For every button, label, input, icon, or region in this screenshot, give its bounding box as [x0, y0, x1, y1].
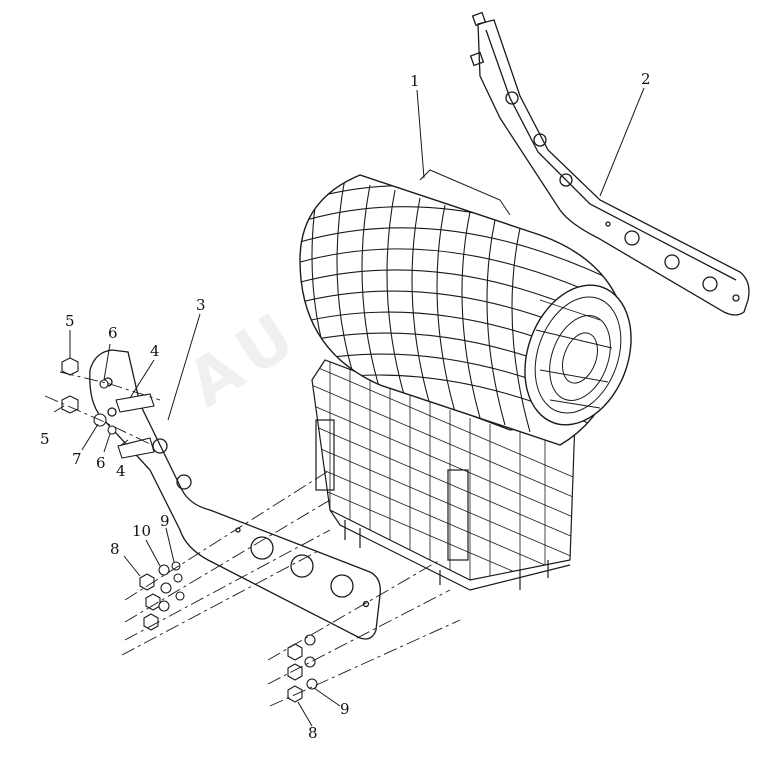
- callout-2: 2: [641, 70, 651, 88]
- callout-4-lower: 4: [116, 462, 126, 480]
- filter-housing-box: [311, 359, 576, 591]
- fasteners-upper-left: [61, 357, 155, 459]
- callout-5-lower: 5: [40, 430, 50, 448]
- callout-1: 1: [410, 72, 420, 90]
- callout-10: 10: [132, 522, 152, 540]
- callout-6-lower: 6: [96, 454, 106, 472]
- callout-3: 3: [196, 296, 206, 314]
- callout-6-upper: 6: [108, 324, 118, 342]
- callout-4-upper: 4: [150, 342, 160, 360]
- fasteners-lower-right: [287, 634, 318, 703]
- callout-5-upper: 5: [65, 312, 75, 330]
- leader-lines: [53, 87, 645, 727]
- air-filter-drum: [299, 169, 632, 446]
- callout-8-right: 8: [308, 724, 318, 742]
- fasteners-lower-left: [139, 561, 185, 631]
- assembly-centerlines: [44, 371, 461, 707]
- callout-8-left: 8: [110, 540, 120, 558]
- callout-7: 7: [72, 450, 82, 468]
- upper-bracket: [469, 11, 750, 316]
- callout-9-right: 9: [340, 700, 350, 718]
- callout-9-left: 9: [160, 512, 170, 530]
